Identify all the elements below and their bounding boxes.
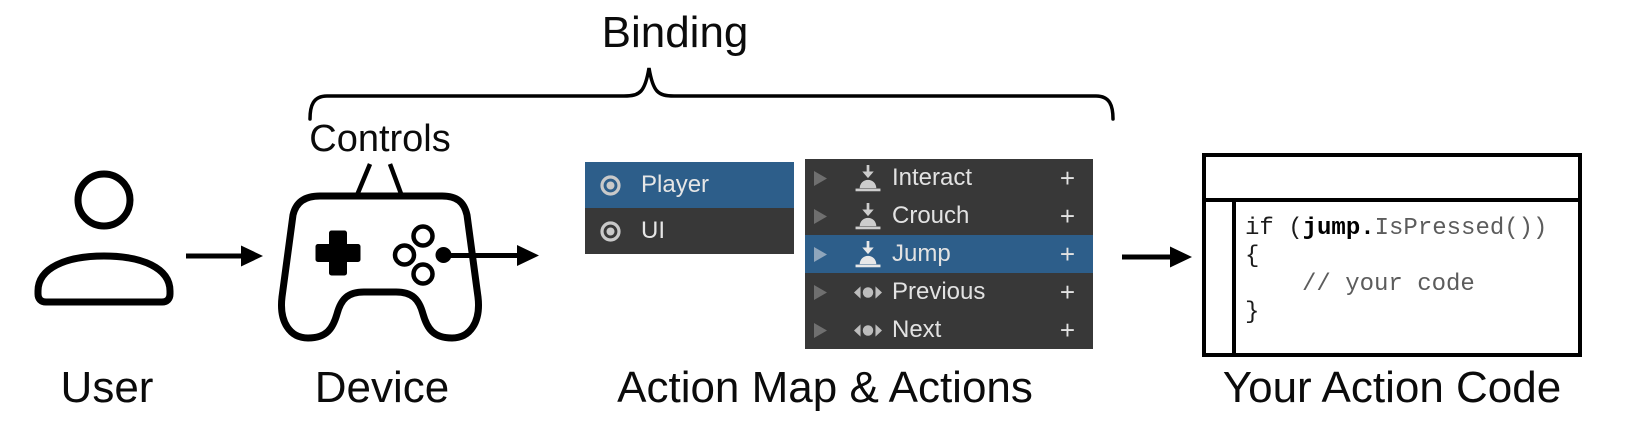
action-map-icon xyxy=(600,220,621,242)
action-map-row-ui[interactable]: UI xyxy=(585,208,794,254)
code-body: if (jump.IsPressed()) { // your code } xyxy=(1206,202,1578,353)
button-press-icon xyxy=(855,240,881,267)
arrow-user-to-device xyxy=(186,245,263,267)
controls-label: Controls xyxy=(309,118,451,160)
disclosure-triangle-icon[interactable] xyxy=(813,246,828,263)
disclosure-triangle-icon[interactable] xyxy=(813,322,828,339)
actions-panel: Interact + Crouch + Jump + xyxy=(805,159,1093,349)
add-binding-button[interactable]: + xyxy=(1059,200,1075,231)
code-line: } xyxy=(1245,299,1260,326)
button-press-icon xyxy=(855,202,881,229)
code-box: if (jump.IsPressed()) { // your code } xyxy=(1202,153,1582,357)
dpad-icon xyxy=(315,230,361,276)
code-line: if (jump.IsPressed()) xyxy=(1245,215,1578,243)
action-item-label: Previous xyxy=(892,278,986,305)
code-comment: // your code xyxy=(1302,271,1475,298)
action-map-icon xyxy=(600,174,621,196)
action-map-item-label: UI xyxy=(641,217,665,244)
action-map-row-player[interactable]: Player xyxy=(585,162,794,208)
binding-brace xyxy=(308,67,1115,121)
action-map-panel: Player UI xyxy=(585,162,794,254)
action-row-jump[interactable]: Jump + xyxy=(805,235,1093,273)
code-gutter-line xyxy=(1232,202,1236,353)
action-item-label: Jump xyxy=(892,240,951,267)
disclosure-triangle-icon[interactable] xyxy=(813,170,828,187)
action-code-label: Your Action Code xyxy=(1222,363,1562,412)
axis-1d-icon xyxy=(854,285,882,299)
action-map-label: Action Map & Actions xyxy=(617,363,1033,412)
code-text: if ( xyxy=(1245,215,1303,242)
face-buttons xyxy=(392,224,435,286)
code-text: IsPressed()) xyxy=(1374,215,1548,242)
action-row-previous[interactable]: Previous + xyxy=(805,273,1093,311)
arrow-device-to-actionmap xyxy=(443,245,539,266)
user-icon xyxy=(34,170,174,306)
button-press-icon xyxy=(855,164,881,191)
action-map-item-label: Player xyxy=(641,171,710,198)
action-row-crouch[interactable]: Crouch + xyxy=(805,197,1093,235)
action-row-interact[interactable]: Interact + xyxy=(805,159,1093,197)
arrow-actions-to-code xyxy=(1122,246,1192,268)
axis-1d-icon xyxy=(854,323,882,337)
binding-label: Binding xyxy=(601,8,749,57)
action-item-label: Next xyxy=(892,316,942,343)
action-item-label: Interact xyxy=(892,164,973,191)
disclosure-triangle-icon[interactable] xyxy=(813,284,828,301)
code-box-header xyxy=(1206,157,1578,202)
code-line: { xyxy=(1245,243,1260,270)
add-binding-button[interactable]: + xyxy=(1059,314,1075,345)
user-label: User xyxy=(60,363,154,412)
gamepad-body xyxy=(278,192,482,342)
add-binding-button[interactable]: + xyxy=(1059,238,1075,269)
device-label: Device xyxy=(314,363,450,412)
add-binding-button[interactable]: + xyxy=(1059,276,1075,307)
action-row-next[interactable]: Next + xyxy=(805,311,1093,349)
code-text-jump: jump. xyxy=(1302,215,1375,242)
gamepad-icon xyxy=(278,192,482,342)
action-item-label: Crouch xyxy=(892,202,970,229)
add-binding-button[interactable]: + xyxy=(1059,162,1075,193)
disclosure-triangle-icon[interactable] xyxy=(813,208,828,225)
